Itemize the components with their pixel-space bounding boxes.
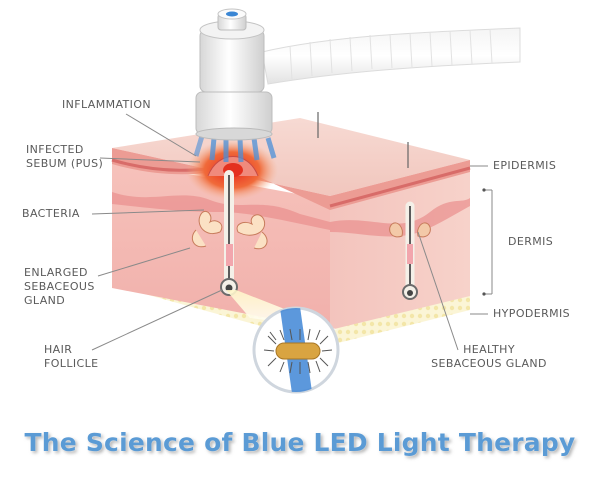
caption-title: The Science of Blue LED Light Therapy bbox=[24, 428, 576, 457]
led-device-icon bbox=[195, 8, 273, 141]
label-epidermis: EPIDERMIS bbox=[493, 159, 557, 172]
label-dermis: DERMIS bbox=[508, 235, 554, 248]
label-healthy-gland: HEALTHY SEBACEOUS GLAND bbox=[431, 343, 547, 370]
label-inflammation: INFLAMMATION bbox=[62, 98, 152, 111]
hypodermis-layer bbox=[112, 262, 470, 345]
leader-lines bbox=[91, 113, 493, 351]
blue-light-rays bbox=[193, 135, 277, 163]
label-hair-follicle: HAIR FOLLICLE bbox=[44, 343, 99, 370]
label-hypodermis: HYPODERMIS bbox=[493, 307, 571, 320]
label-enlarged-gland: ENLARGED SEBACEOUS GLAND bbox=[24, 266, 95, 307]
bacterium-magnifier bbox=[252, 306, 340, 394]
dermis-front bbox=[112, 160, 470, 330]
leader-dots bbox=[482, 188, 486, 296]
label-bacteria: BACTERIA bbox=[22, 207, 80, 220]
device-hose bbox=[261, 27, 521, 85]
label-infected-sebum: INFECTED SEBUM (PUS) bbox=[26, 143, 104, 170]
enlarged-follicle bbox=[191, 170, 268, 296]
healthy-follicle bbox=[389, 201, 431, 300]
bacterium-icon bbox=[263, 328, 333, 374]
